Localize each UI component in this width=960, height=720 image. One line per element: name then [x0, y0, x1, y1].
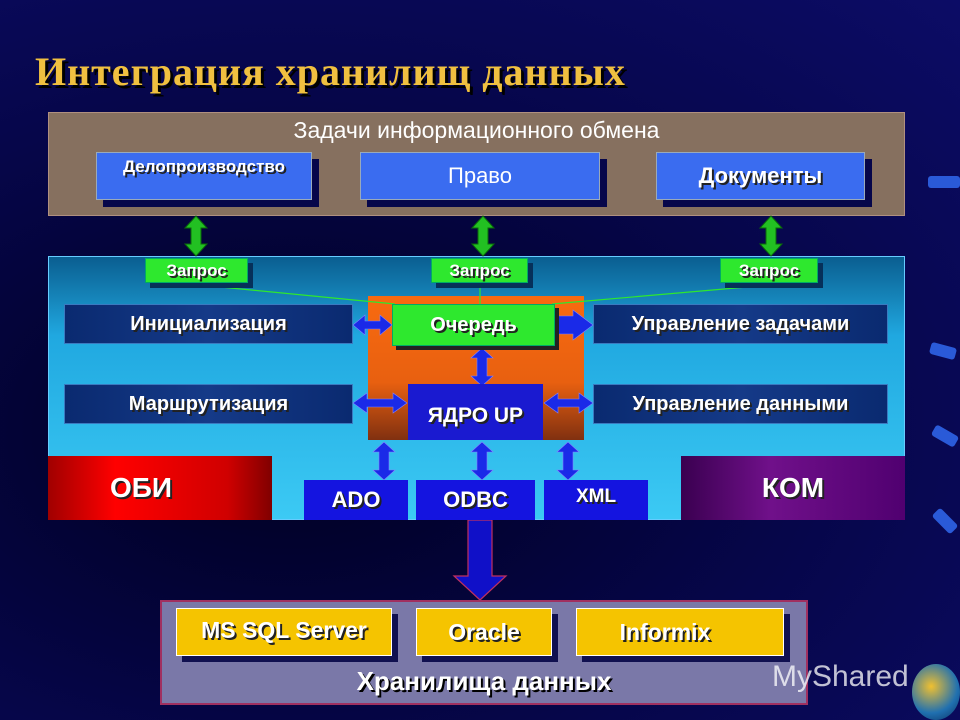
decor-dash — [928, 176, 960, 188]
storage-mssql: MS SQL Server — [176, 608, 392, 656]
storage-oracle: Oracle — [416, 608, 552, 656]
blue-arrow — [470, 347, 494, 387]
request-button-1[interactable]: Запрос — [145, 258, 248, 283]
kom-box: КОМ — [681, 456, 905, 520]
green-arrow — [470, 215, 496, 257]
tasks-heading: Задачи информационного обмена — [293, 117, 660, 143]
xml-box: XML — [544, 480, 648, 520]
blue-arrow — [352, 314, 393, 336]
watermark-globe-icon — [912, 664, 960, 720]
kernel-box: ЯДРО UP — [408, 384, 543, 440]
blue-arrow — [543, 392, 594, 414]
blue-arrow — [470, 441, 494, 481]
blue-arrow — [556, 441, 580, 481]
blue-arrow — [352, 392, 408, 414]
storage-informix: Informix — [576, 608, 784, 656]
green-arrow — [183, 215, 209, 257]
obi-box: ОБИ — [48, 456, 272, 520]
watermark: MyShared — [772, 660, 909, 693]
blue-arrow — [372, 441, 396, 481]
task-documents[interactable]: Документы — [656, 152, 865, 200]
odbc-box: ODBC — [416, 480, 535, 520]
storage-heading: Хранилища данных — [356, 666, 612, 696]
data-management-box: Управление данными — [593, 384, 888, 424]
task-law[interactable]: Право — [360, 152, 600, 200]
blue-arrow — [554, 309, 594, 341]
initialization-box: Инициализация — [64, 304, 353, 344]
down-arrow — [452, 519, 508, 601]
task-management-box: Управление задачами — [593, 304, 888, 344]
request-button-2[interactable]: Запрос — [431, 258, 528, 283]
queue-box: Очередь — [392, 304, 555, 346]
slide-title: Интеграция хранилищ данных — [35, 49, 626, 94]
routing-box: Маршрутизация — [64, 384, 353, 424]
ado-box: ADO — [304, 480, 408, 520]
task-records[interactable]: Делопроизводство — [96, 152, 312, 200]
request-button-3[interactable]: Запрос — [720, 258, 818, 283]
green-arrow — [758, 215, 784, 257]
